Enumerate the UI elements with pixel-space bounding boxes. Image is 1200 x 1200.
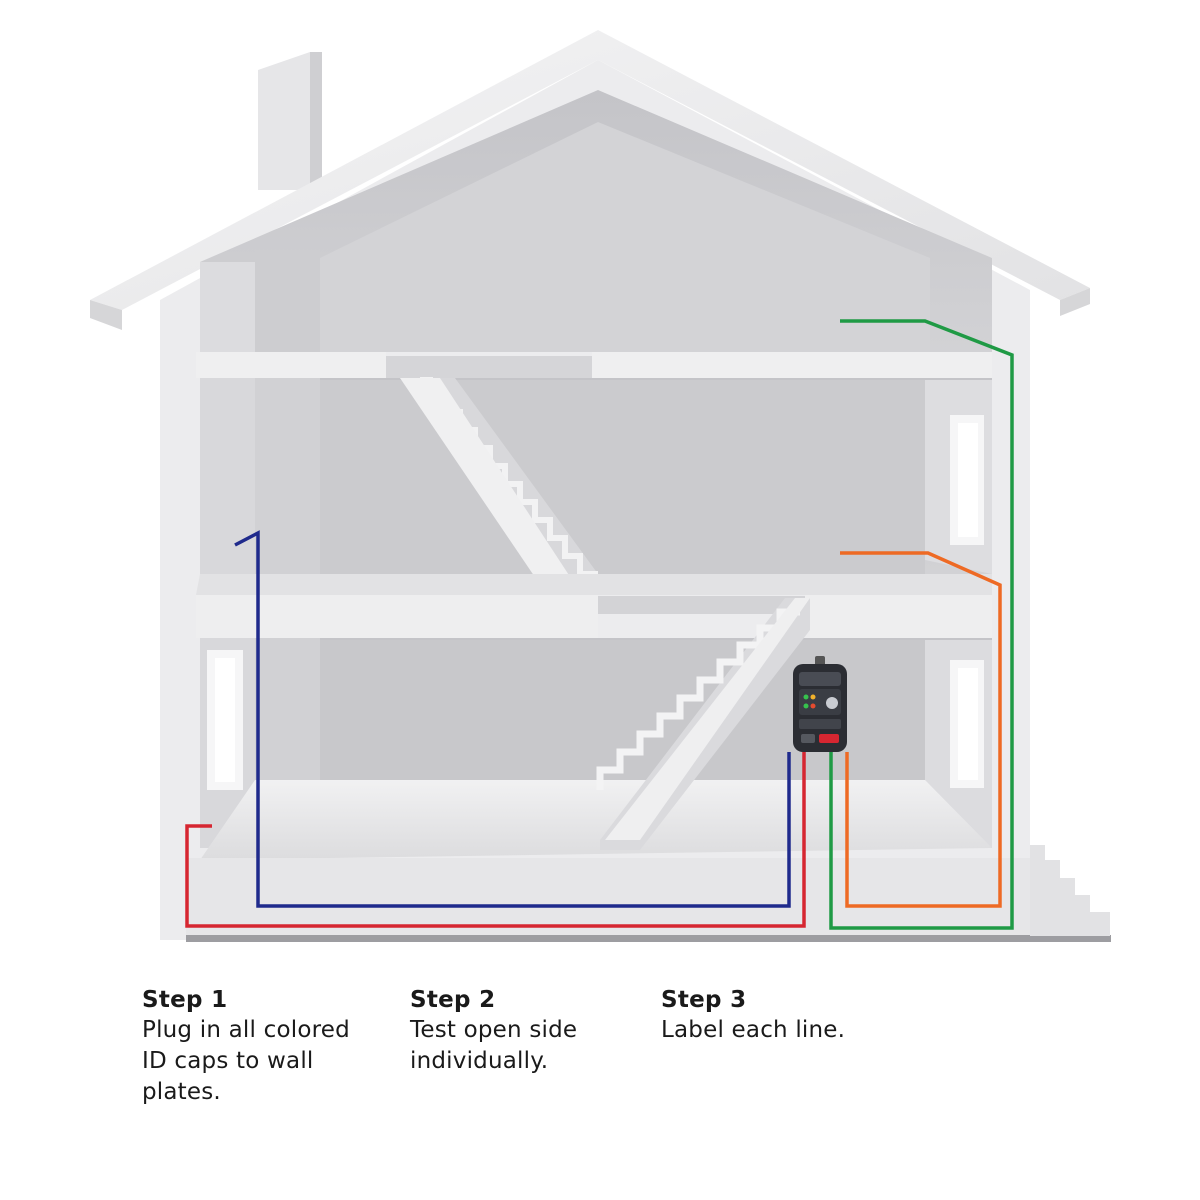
blue-wire [234, 530, 791, 908]
step-3-title: Step 3 [661, 987, 747, 1013]
roof [90, 30, 1090, 330]
attic-left-wall [200, 262, 255, 352]
second-floor-slab [196, 574, 992, 638]
ground-floor-right-window [950, 660, 984, 788]
house-cutaway-diagram [90, 30, 1111, 942]
upper-staircase [400, 377, 598, 600]
step-3-text: Label each line. [661, 1017, 846, 1043]
step-2-title: Step 2 [410, 987, 496, 1013]
step-2-text: Test open side individually. [410, 1017, 578, 1074]
second-floor-back-wall [320, 380, 925, 574]
ground-floor-left-window [207, 650, 243, 790]
second-floor-window [950, 415, 984, 545]
step-1: Step 1 Plug in all colored ID caps to wa… [142, 985, 382, 1108]
step-2: Step 2 Test open side individually. [410, 985, 650, 1077]
orange-wire [840, 551, 1002, 908]
step-1-title: Step 1 [142, 987, 228, 1013]
step-1-text: Plug in all colored ID caps to wall plat… [142, 1017, 350, 1105]
red-wire [185, 752, 806, 928]
lower-staircase [596, 598, 810, 850]
instructions: Step 1 Plug in all colored ID caps to wa… [0, 985, 1200, 1165]
attic-floor-slab [196, 352, 992, 378]
cable-tester-device [793, 656, 847, 752]
second-floor-shaft [255, 378, 320, 574]
ground-floor [200, 780, 992, 860]
attic-back-wall [320, 122, 930, 352]
ground-floor-shaft [255, 638, 320, 788]
second-floor-left-wall [200, 378, 255, 574]
exterior-steps [1030, 845, 1110, 936]
step-3: Step 3 Label each line. [661, 985, 901, 1046]
attic-left-shaft [255, 250, 320, 352]
chimney [258, 52, 322, 190]
green-wire [829, 319, 1014, 930]
